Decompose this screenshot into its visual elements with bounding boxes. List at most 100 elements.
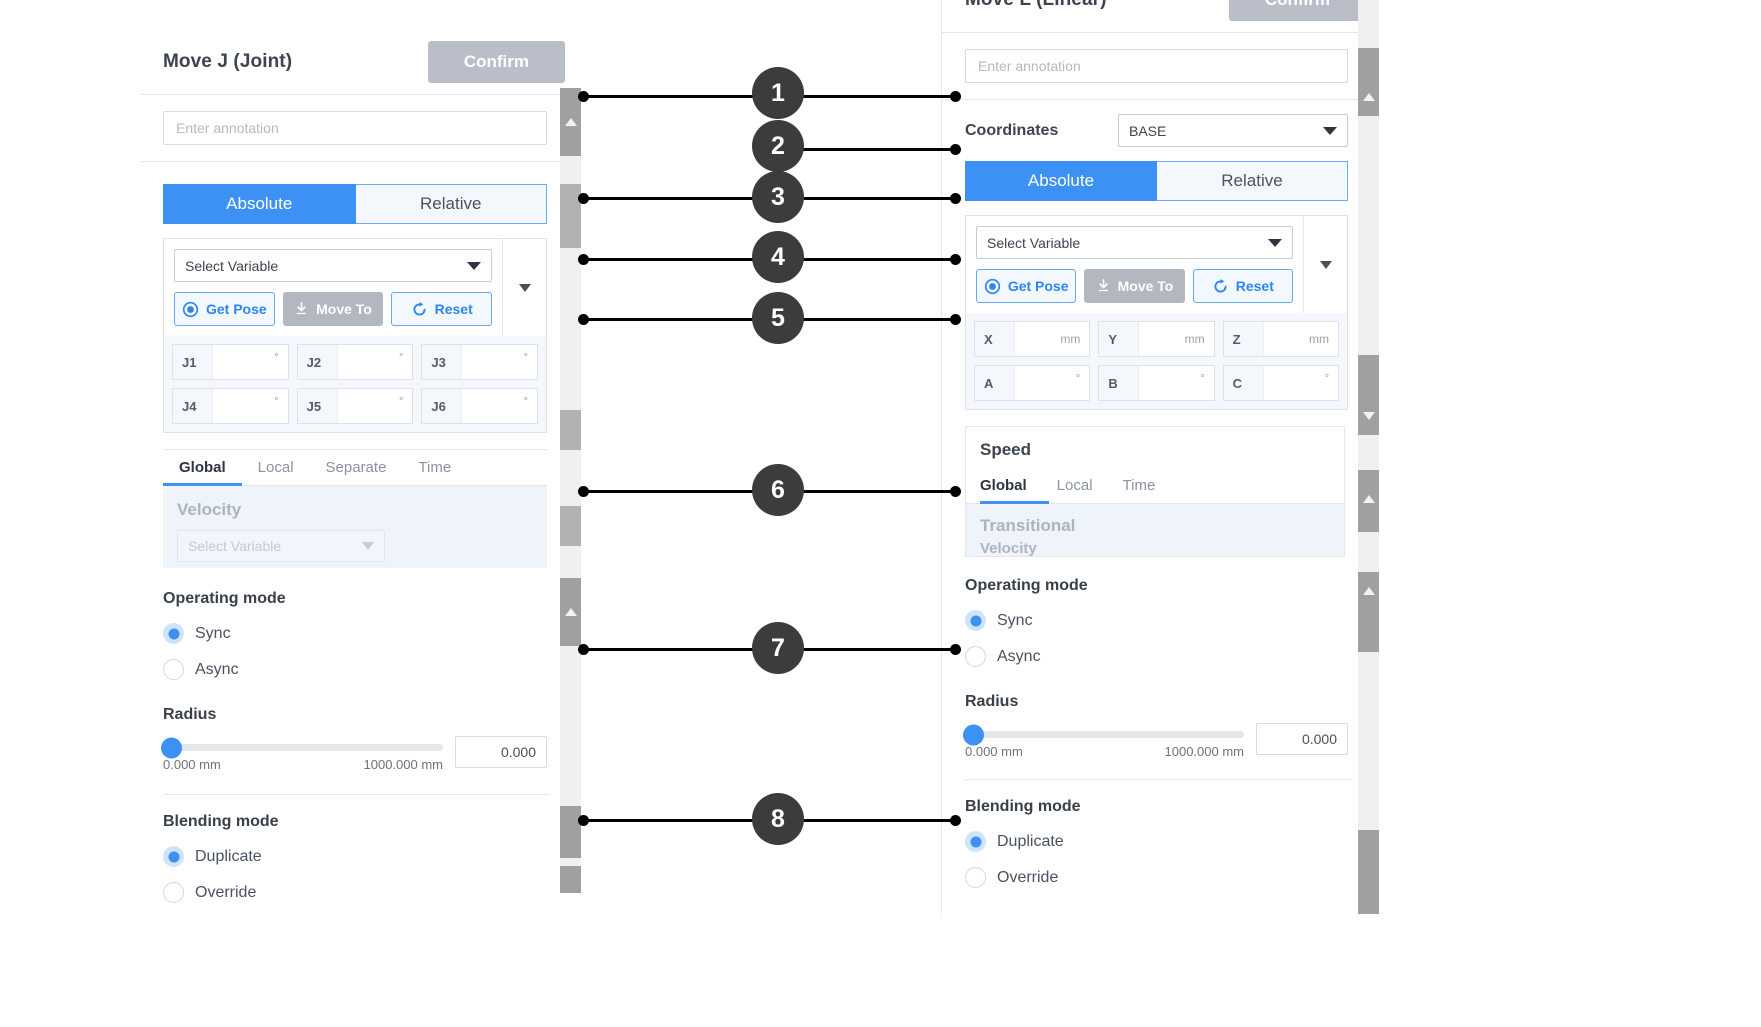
scroll-up-arrow[interactable] [1358, 490, 1379, 508]
scrollbar-thumb[interactable] [560, 806, 581, 858]
scrollbar-thumb[interactable] [1358, 355, 1379, 435]
slider-knob[interactable] [963, 724, 984, 745]
scrollbar-thumb[interactable] [1358, 572, 1379, 652]
move-l-annotation-input[interactable] [965, 49, 1348, 83]
scrollbar-thumb[interactable] [560, 88, 581, 156]
move-j-scrollbar[interactable] [560, 88, 581, 893]
joint-field-j2[interactable]: J2 ° [296, 344, 414, 380]
move-j-speed-tab-local[interactable]: Local [257, 459, 294, 476]
move-j-radio-async[interactable]: Async [163, 659, 547, 680]
pose-value[interactable] [1015, 322, 1060, 356]
scroll-down-arrow[interactable] [1358, 407, 1379, 425]
scrollbar-thumb[interactable] [560, 578, 581, 646]
joint-field-j5[interactable]: J5 ° [296, 388, 414, 424]
scrollbar-thumb[interactable] [560, 184, 581, 248]
radio-icon-selected[interactable] [163, 846, 184, 867]
move-j-tab-absolute[interactable]: Absolute [163, 184, 356, 224]
slider-track[interactable] [161, 737, 443, 758]
move-j-speed-tab-separate[interactable]: Separate [325, 459, 387, 476]
scrollbar-thumb[interactable] [560, 506, 581, 546]
pose-value[interactable] [1264, 322, 1309, 356]
move-l-tab-absolute[interactable]: Absolute [965, 161, 1157, 201]
pose-value[interactable] [1139, 366, 1200, 400]
move-j-variable-select[interactable]: Select Variable [174, 249, 492, 282]
move-l-expand-toggle[interactable] [1303, 216, 1347, 313]
pose-field-y[interactable]: Y mm [1098, 321, 1215, 357]
move-j-move-to-button[interactable]: Move To [282, 292, 384, 326]
move-l-move-to-button[interactable]: Move To [1084, 269, 1185, 303]
move-j-radio-sync[interactable]: Sync [163, 623, 547, 644]
joint-value[interactable] [213, 345, 274, 379]
joint-field-j1[interactable]: J1 ° [172, 344, 289, 380]
pose-field-b[interactable]: B ° [1098, 365, 1215, 401]
move-l-radio-sync[interactable]: Sync [965, 610, 1348, 631]
scroll-up-arrow[interactable] [560, 113, 581, 131]
radio-icon[interactable] [965, 867, 986, 888]
move-l-radius-value-input[interactable]: 0.000 [1256, 723, 1348, 755]
slider-track[interactable] [963, 724, 1244, 745]
move-l-reset-button[interactable]: Reset [1192, 269, 1293, 303]
move-l-coordinates-value: BASE [1129, 122, 1167, 139]
move-j-velocity-select[interactable]: Select Variable [177, 530, 385, 562]
scrollbar-thumb[interactable] [560, 410, 581, 450]
move-l-coordinates-select[interactable]: BASE [1118, 114, 1348, 147]
move-l-tab-relative[interactable]: Relative [1157, 161, 1348, 201]
move-l-get-pose-button[interactable]: Get Pose [976, 269, 1077, 303]
scrollbar-thumb[interactable] [1358, 470, 1379, 532]
move-j-expand-toggle[interactable] [502, 239, 546, 336]
pose-field-c[interactable]: C ° [1222, 365, 1339, 401]
pose-key: C [1223, 366, 1264, 400]
radio-icon-selected[interactable] [163, 623, 184, 644]
joint-value[interactable] [462, 345, 523, 379]
pose-value[interactable] [1264, 366, 1325, 400]
move-l-speed-tab-time[interactable]: Time [1122, 477, 1156, 494]
scroll-up-arrow[interactable] [1358, 582, 1379, 600]
joint-value[interactable] [338, 389, 399, 423]
scroll-up-arrow[interactable] [560, 603, 581, 621]
slider-knob[interactable] [161, 737, 182, 758]
joint-value[interactable] [213, 389, 274, 423]
joint-value[interactable] [462, 389, 523, 423]
radio-icon[interactable] [163, 659, 184, 680]
joint-field-j6[interactable]: J6 ° [421, 388, 539, 424]
move-j-reset-button[interactable]: Reset [391, 292, 493, 326]
chevron-down-icon [467, 261, 481, 270]
move-l-speed-tab-global[interactable]: Global [980, 468, 1049, 504]
move-l-radio-duplicate[interactable]: Duplicate [965, 831, 1348, 852]
scrollbar-thumb[interactable] [1358, 830, 1379, 914]
move-j-speed-tab-time[interactable]: Time [418, 459, 452, 476]
pose-field-z[interactable]: Z mm [1222, 321, 1339, 357]
move-j-radio-override[interactable]: Override [163, 882, 547, 903]
pose-field-x[interactable]: X mm [974, 321, 1091, 357]
move-l-radius-slider[interactable]: 0.000 mm 1000.000 mm [963, 723, 1244, 759]
joint-value[interactable] [338, 345, 399, 379]
radio-icon[interactable] [163, 882, 184, 903]
scrollbar-thumb[interactable] [1358, 48, 1379, 116]
pose-value[interactable] [1015, 366, 1076, 400]
move-j-radio-duplicate[interactable]: Duplicate [163, 846, 547, 867]
scrollbar-thumb[interactable] [560, 866, 581, 893]
move-l-confirm-button[interactable]: Confirm [1228, 0, 1366, 21]
joint-field-j4[interactable]: J4 ° [172, 388, 289, 424]
move-l-radio-override[interactable]: Override [965, 867, 1348, 888]
move-l-scrollbar[interactable] [1358, 0, 1379, 914]
move-j-speed-tab-global[interactable]: Global [163, 450, 242, 486]
pose-value[interactable] [1139, 322, 1184, 356]
move-l-speed-tab-local[interactable]: Local [1056, 477, 1093, 494]
radio-icon-selected[interactable] [965, 831, 986, 852]
move-j-confirm-button[interactable]: Confirm [427, 41, 565, 83]
pose-field-a[interactable]: A ° [974, 365, 1091, 401]
move-l-radio-async[interactable]: Async [965, 646, 1348, 667]
pose-unit: mm [1184, 332, 1205, 346]
move-j-get-pose-button[interactable]: Get Pose [174, 292, 275, 326]
radio-icon-selected[interactable] [965, 610, 986, 631]
move-j-radius-slider[interactable]: 0.000 mm 1000.000 mm [161, 736, 443, 772]
scroll-up-arrow[interactable] [1358, 88, 1379, 106]
move-j-annotation-input[interactable] [163, 111, 547, 145]
move-l-variable-select[interactable]: Select Variable [976, 226, 1293, 259]
move-j-tab-relative[interactable]: Relative [355, 184, 547, 224]
move-j-radius-value-input[interactable]: 0.000 [455, 736, 547, 768]
chevron-down-icon [1319, 260, 1332, 269]
radio-icon[interactable] [965, 646, 986, 667]
joint-field-j3[interactable]: J3 ° [421, 344, 539, 380]
